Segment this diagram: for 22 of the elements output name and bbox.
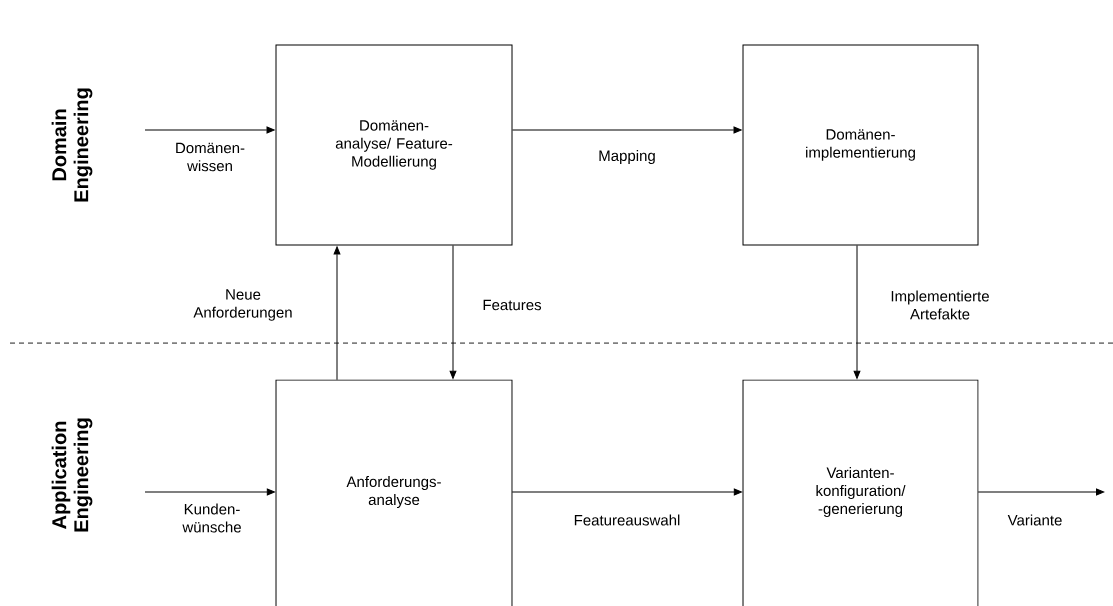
process-box: Varianten- konfiguration/ -generierung — [742, 379, 979, 606]
edge-label: Mapping — [599, 150, 655, 164]
arrow — [449, 245, 457, 379]
process-box: Domänen- analyse/ Feature- Modellierung — [275, 44, 513, 246]
arrow — [512, 126, 742, 134]
arrow — [144, 126, 275, 134]
arrow — [977, 488, 1105, 496]
edge-label: Implementierte Artefakte — [891, 290, 989, 320]
edge-label: Neue Anforderungen — [193, 289, 292, 321]
edge-label: Featureauswahl — [574, 514, 680, 526]
edge-label: Variante — [1007, 514, 1062, 526]
section-heading: Application Engineering — [51, 418, 93, 532]
section-heading: Domain Engineering — [51, 88, 93, 202]
arrow — [144, 488, 275, 496]
process-box: Anforderungs- analyse — [275, 379, 513, 606]
edge-label: Domänen- wissen — [176, 142, 245, 172]
process-box: Domänen- implementierung — [742, 44, 979, 246]
arrow — [333, 246, 341, 381]
edge-label: Kunden- wünsche — [182, 503, 241, 533]
edge-label: Features — [483, 299, 542, 311]
arrow — [511, 488, 742, 496]
arrow — [853, 245, 861, 379]
